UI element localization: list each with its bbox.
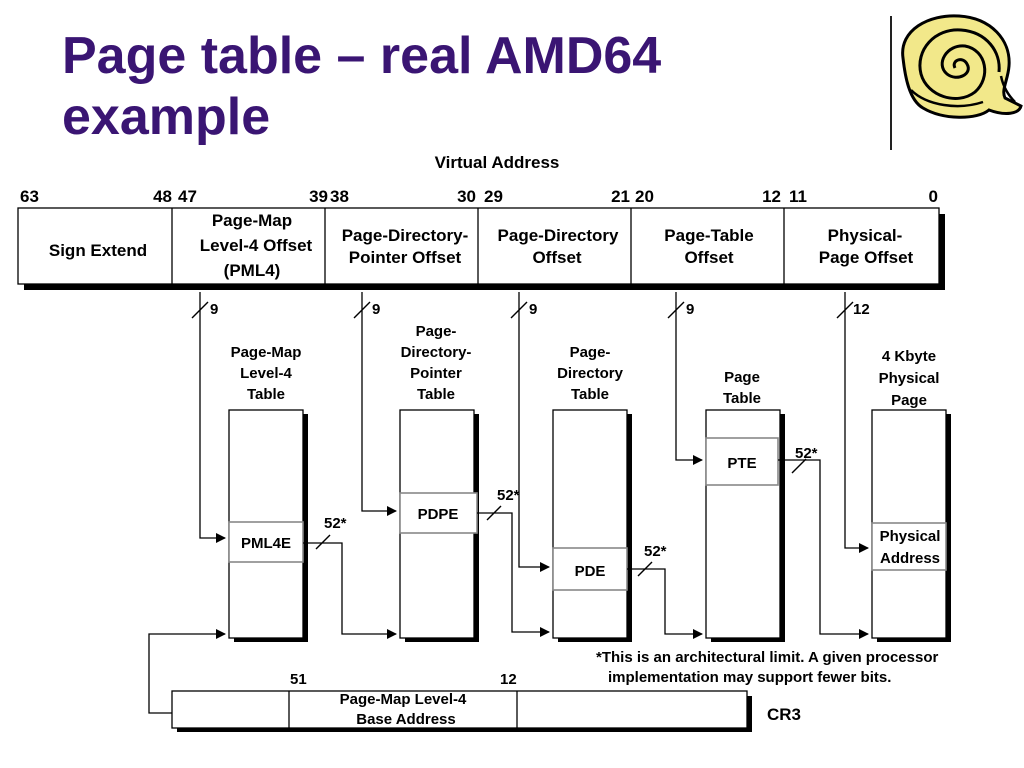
- pml4-table-title-line-2: Level-4: [240, 365, 292, 382]
- cr3-field-line-2: Base Address: [356, 711, 456, 728]
- physical-page-title-line-2: Physical: [879, 370, 940, 387]
- index-width-page-offset: 12: [853, 301, 870, 318]
- bit-label-29: 29: [484, 187, 503, 206]
- arrow-pdpe-to-pd: [477, 512, 550, 637]
- slide-title-line-2: example: [62, 88, 271, 146]
- pd-table-title-line-2: Directory: [557, 365, 624, 382]
- arrow-pde-to-pt: [627, 568, 703, 639]
- field-sign-extend: Sign Extend: [49, 241, 147, 260]
- bit-label-38: 38: [330, 187, 349, 206]
- arrow-pd-index: [518, 292, 550, 572]
- bit-label-0: 0: [929, 187, 938, 206]
- field-pd-offset-line-1: Page-Directory: [498, 226, 619, 245]
- pde-entry: [552, 547, 628, 591]
- cr3-bit-label-51: 51: [290, 671, 307, 688]
- physical-page: 4 Kbyte Physical Page Physical Address: [871, 348, 951, 642]
- field-pt-offset-line-1: Page-Table: [664, 226, 753, 245]
- page-table-title-line-1: Page: [724, 369, 760, 386]
- physical-page-title-line-3: Page: [891, 392, 927, 409]
- pdp-table-title-line-2: Directory-: [401, 344, 472, 361]
- slide-title: Page table – real AMD64 example: [62, 26, 822, 148]
- pml4-table-title-line-1: Page-Map: [231, 344, 302, 361]
- field-pml4-offset-line-2: Level-4 Offset: [200, 236, 313, 255]
- pde-label: PDE: [575, 563, 606, 580]
- field-pt-offset-line-2: Offset: [684, 248, 733, 267]
- bit-label-63: 63: [20, 187, 39, 206]
- index-width-pml4: 9: [210, 301, 218, 318]
- field-page-offset-line-2: Page Offset: [819, 248, 914, 267]
- field-pdp-offset: Page-Directory- Pointer Offset: [342, 226, 469, 267]
- bit-label-30: 30: [457, 187, 476, 206]
- pointer-width-pde: 52*: [644, 543, 667, 560]
- title-divider: [890, 16, 892, 150]
- bit-label-12: 12: [762, 187, 781, 206]
- pdp-table: Page- Directory- Pointer Table PDPE: [399, 323, 479, 642]
- pointer-width-pdpe: 52*: [497, 487, 520, 504]
- cr3-label: CR3: [767, 705, 801, 724]
- base-pointer-arrows: 52* 52* 52* 52*: [303, 445, 869, 639]
- index-width-pdp: 9: [372, 301, 380, 318]
- bit-label-47: 47: [178, 187, 197, 206]
- pml4e-label: PML4E: [241, 535, 291, 552]
- pointer-width-pte: 52*: [795, 445, 818, 462]
- pte-entry: [705, 437, 779, 486]
- index-width-pt: 9: [686, 301, 694, 318]
- cr3-field-line-1: Page-Map Level-4: [340, 691, 467, 708]
- arrow-cr3-to-pml4: [148, 629, 226, 714]
- arrow-pte-to-page: [778, 459, 869, 639]
- field-pml4-offset-line-1: Page-Map: [212, 211, 292, 230]
- arrow-pdp-index: [361, 292, 397, 516]
- pml4e-entry: [228, 521, 304, 563]
- physical-page-title-line-1: 4 Kbyte: [882, 348, 936, 365]
- field-page-offset-line-1: Physical-: [828, 226, 903, 245]
- footnote: *This is an architectural limit. A given…: [596, 649, 938, 686]
- pd-table: Page- Directory Table PDE: [552, 344, 632, 642]
- index-width-pd: 9: [529, 301, 537, 318]
- virtual-address-bit-labels: 63 48 47 39 38 30 29 21 20 12 11 0: [20, 187, 938, 206]
- footnote-line-1: *This is an architectural limit. A given…: [596, 649, 938, 666]
- bit-label-11: 11: [789, 187, 807, 206]
- virtual-address-label: Virtual Address: [435, 153, 560, 172]
- physical-address-line-1: Physical: [880, 528, 941, 545]
- physical-address-entry: [871, 522, 947, 571]
- cr3-register: 51 12 Page-Map Level-4 Base Address CR3: [148, 629, 801, 732]
- pdp-table-title-line-4: Table: [417, 386, 455, 403]
- footnote-line-2: implementation may support fewer bits.: [608, 669, 891, 686]
- pml4-table: Page-Map Level-4 Table PML4E: [228, 344, 308, 642]
- physical-address-line-2: Address: [880, 550, 940, 567]
- pdpe-label: PDPE: [418, 506, 459, 523]
- cr3-bit-label-12: 12: [500, 671, 517, 688]
- bit-label-48: 48: [153, 187, 172, 206]
- pml4-table-title-line-3: Table: [247, 386, 285, 403]
- field-pml4-offset: Page-Map Level-4 Offset (PML4): [200, 211, 313, 280]
- field-pdp-offset-line-2: Pointer Offset: [349, 248, 462, 267]
- arrow-pt-index: [675, 292, 703, 465]
- bit-label-21: 21: [611, 187, 630, 206]
- pdp-table-title-line-3: Pointer: [410, 365, 462, 382]
- bit-label-39: 39: [309, 187, 328, 206]
- pointer-width-pml4e: 52*: [324, 515, 347, 532]
- spiral-shell-icon: [901, 14, 1023, 119]
- bit-label-20: 20: [635, 187, 654, 206]
- pd-table-title-line-1: Page-: [570, 344, 611, 361]
- arrow-pml4-index: [199, 292, 226, 543]
- arrow-page-offset: [844, 292, 869, 553]
- field-pd-offset: Page-Directory Offset: [498, 226, 619, 267]
- index-arrows: 9 9 9 9 12: [191, 292, 870, 572]
- field-page-offset: Physical- Page Offset: [819, 226, 914, 267]
- arrow-pml4e-to-pdp: [303, 542, 397, 639]
- pte-label: PTE: [727, 455, 756, 472]
- field-pml4-offset-line-3: (PML4): [224, 261, 281, 280]
- field-pt-offset: Page-Table Offset: [664, 226, 753, 267]
- virtual-address-register: Sign Extend Page-Map Level-4 Offset (PML…: [17, 207, 945, 290]
- slide-title-line-1: Page table – real AMD64: [62, 27, 662, 85]
- field-pd-offset-line-2: Offset: [532, 248, 581, 267]
- page-table-title-line-2: Table: [723, 390, 761, 407]
- pdpe-entry: [399, 492, 478, 534]
- field-pdp-offset-line-1: Page-Directory-: [342, 226, 469, 245]
- pd-table-title-line-3: Table: [571, 386, 609, 403]
- page-table: Page Table PTE: [705, 369, 785, 642]
- pdp-table-title-line-1: Page-: [416, 323, 457, 340]
